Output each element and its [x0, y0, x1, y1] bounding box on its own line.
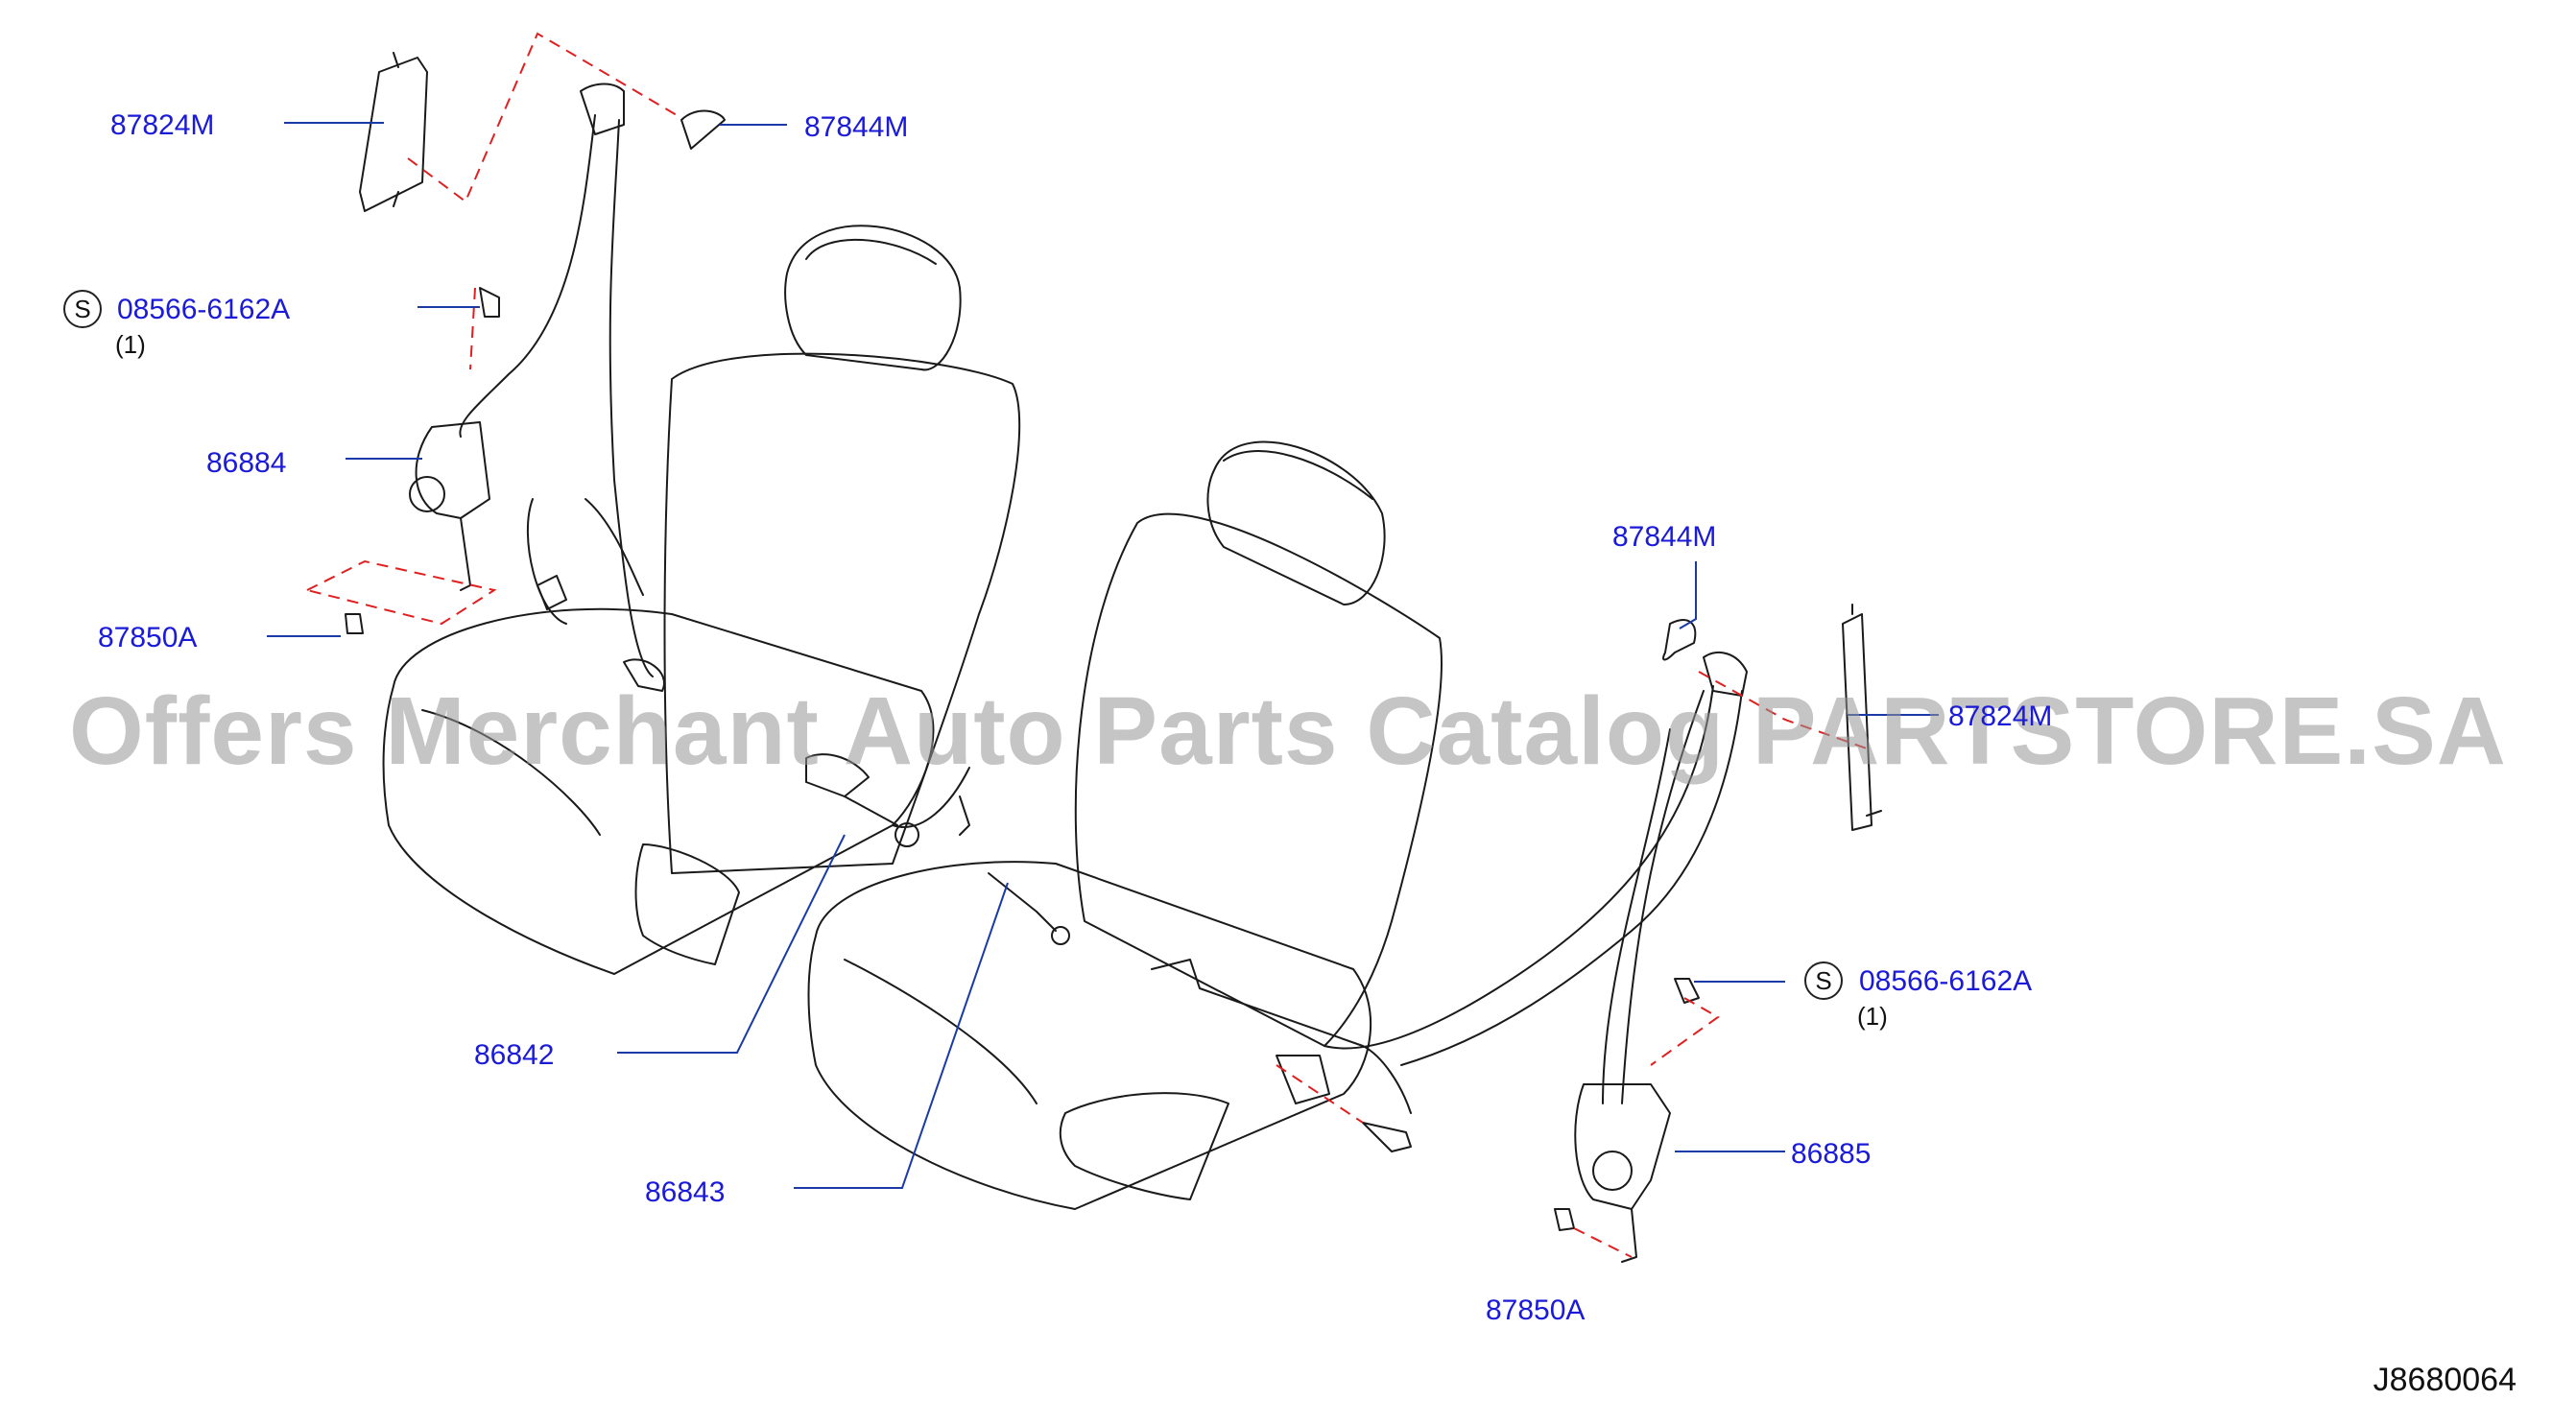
part-label-86843[interactable]: 86843: [645, 1176, 726, 1208]
phantom-lines: [304, 32, 1868, 1258]
left-seat: [382, 225, 1021, 975]
part-label-08566-6162a-left[interactable]: 08566-6162A: [117, 294, 291, 325]
left-seat-belt: [345, 52, 726, 692]
part-label-86884[interactable]: 86884: [206, 447, 287, 479]
part-label-87844m-left[interactable]: 87844M: [804, 111, 909, 143]
right-seat: [807, 440, 1443, 1210]
part-label-87824m-right[interactable]: 87824M: [1948, 700, 2053, 732]
quantity-08566-right: (1): [1857, 1002, 1888, 1031]
quantity-08566-left: (1): [115, 330, 146, 359]
part-label-87850a-right[interactable]: 87850A: [1486, 1294, 1586, 1326]
part-label-87824m-left[interactable]: 87824M: [110, 109, 215, 141]
watermark: Offers Merchant Auto Parts Catalog PARTS…: [69, 677, 2507, 785]
part-label-86842[interactable]: 86842: [474, 1039, 555, 1071]
diagram-code: J8680064: [2373, 1362, 2516, 1398]
part-label-87850a-left[interactable]: 87850A: [98, 622, 198, 653]
right-seat-belt: [1151, 604, 1882, 1263]
part-label-87844m-right[interactable]: 87844M: [1612, 521, 1717, 553]
part-label-08566-6162a-right[interactable]: 08566-6162A: [1859, 965, 2033, 997]
left-buckles: [805, 753, 1070, 945]
leader-lines: [267, 122, 1939, 1189]
standard-part-s-icon: S: [63, 290, 102, 328]
standard-part-s-icon-right: S: [1804, 961, 1843, 1000]
part-label-86885[interactable]: 86885: [1791, 1138, 1872, 1170]
